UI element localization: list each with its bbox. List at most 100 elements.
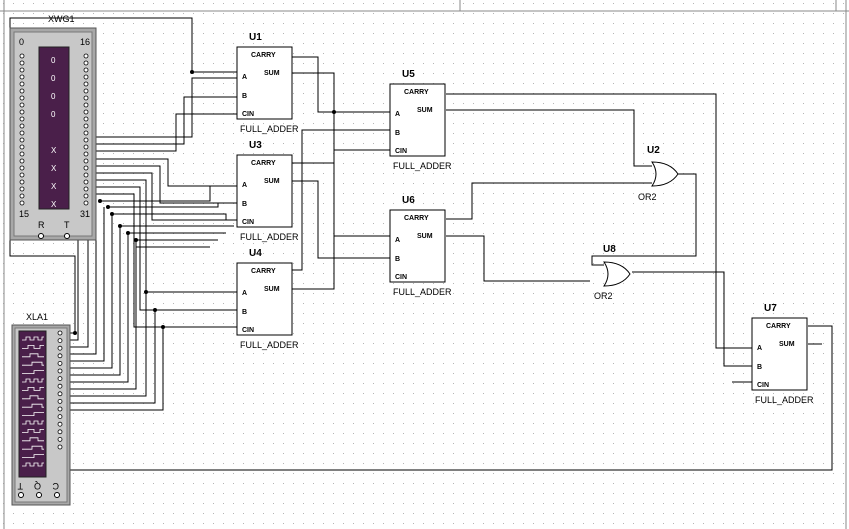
xwg1-pin-right[interactable] [83, 95, 89, 101]
xwg1-pin-columns[interactable] [19, 53, 89, 206]
xla1-channel-pin[interactable] [57, 330, 63, 336]
xwg1-pin-right[interactable] [83, 137, 89, 143]
xla1-channel-pin[interactable] [57, 398, 63, 404]
xwg1-label-t: T [64, 220, 70, 230]
xla1-channel-pin[interactable] [57, 383, 63, 389]
xwg1-pin-left[interactable] [19, 200, 25, 206]
xwg1-pin-left[interactable] [19, 165, 25, 171]
wire-u4-sum [292, 149, 390, 290]
pin-label-sum: SUM [779, 341, 795, 348]
xwg1-pin-left[interactable] [19, 144, 25, 150]
xwg1-pin-left[interactable] [19, 172, 25, 178]
xwg1-pin-right[interactable] [83, 123, 89, 129]
wire-xla-in-6 [65, 226, 121, 376]
xwg1-pin-left[interactable] [19, 109, 25, 115]
xwg1-pin-left[interactable] [19, 95, 25, 101]
or-gate-body [603, 261, 631, 287]
xwg1-pin-right[interactable] [83, 74, 89, 80]
xwg1-pin-right[interactable] [83, 67, 89, 73]
wire-bus-2 [108, 203, 219, 208]
xwg1-pin-left[interactable] [19, 158, 25, 164]
xla1-trace [22, 361, 44, 366]
xwg1-pin-right[interactable] [83, 200, 89, 206]
xla1-trace [22, 378, 44, 383]
xwg1-pin-right[interactable] [83, 130, 89, 136]
xwg1-pin-left[interactable] [19, 88, 25, 94]
xwg1-pin-left[interactable] [19, 137, 25, 143]
full-adder-body [236, 262, 293, 336]
pin-label-cin: CIN [757, 382, 769, 389]
xwg1-pin-right[interactable] [83, 88, 89, 94]
xla1-pin-q[interactable] [36, 492, 42, 498]
xla1-channel-pin[interactable] [57, 414, 63, 420]
xla1-channel-pin[interactable] [57, 406, 63, 412]
xwg1-pin-right[interactable] [83, 144, 89, 150]
xwg1-pin-right[interactable] [83, 116, 89, 122]
xwg1-pin-left[interactable] [19, 81, 25, 87]
xwg1-pin-left[interactable] [19, 179, 25, 185]
full-adder-type: FULL_ADDER [393, 287, 452, 297]
xwg1-pin-right[interactable] [83, 172, 89, 178]
wire-layer[interactable] [9, 17, 833, 471]
xwg1-pin-right[interactable] [83, 53, 89, 59]
xla1-channel-pin[interactable] [57, 338, 63, 344]
xwg1-pin-left[interactable] [19, 102, 25, 108]
wire-xwg-o3 [96, 113, 237, 152]
xla1-pin-c[interactable] [54, 492, 60, 498]
xwg1-pin-right[interactable] [83, 186, 89, 192]
xwg1-pin-left[interactable] [19, 116, 25, 122]
xwg1-pin-left[interactable] [19, 53, 25, 59]
xla1-label-c: C [52, 481, 59, 491]
xwg1-pin-right[interactable] [83, 151, 89, 157]
xwg1-pin-right[interactable] [83, 179, 89, 185]
xla1-channel-pins[interactable] [57, 330, 63, 450]
xla1-channel-pin[interactable] [57, 345, 63, 351]
full-adders[interactable]: U1CARRYSUMABCINFULL_ADDERU3CARRYSUMABCIN… [236, 32, 814, 405]
xla1-channel-pin[interactable] [57, 353, 63, 359]
xla1-channel-pin[interactable] [57, 376, 63, 382]
xwg1-pin-right[interactable] [83, 60, 89, 66]
xwg1-pin-t[interactable] [64, 233, 70, 239]
xla1-channel-pin[interactable] [57, 444, 63, 450]
xwg1-pin-right[interactable] [83, 109, 89, 115]
junction [110, 212, 114, 216]
wire-xwg-o1 [96, 77, 237, 138]
xwg1-pin-left[interactable] [19, 123, 25, 129]
xla1-channel-pin[interactable] [57, 360, 63, 366]
xwg1-pin-r[interactable] [38, 233, 44, 239]
xwg1-pin-left[interactable] [19, 74, 25, 80]
logic-analyzer-xla1[interactable]: XLA1 T Q C [11, 312, 71, 506]
xla1-channel-pin[interactable] [57, 436, 63, 442]
xla1-channel-pin[interactable] [57, 421, 63, 427]
wire-xwg-o2 [96, 96, 237, 145]
xwg1-pin-right[interactable] [83, 102, 89, 108]
xwg1-pin-left[interactable] [19, 186, 25, 192]
xwg1-pin-right[interactable] [83, 193, 89, 199]
pin-label-cin: CIN [395, 274, 407, 281]
xwg1-pin-left[interactable] [19, 151, 25, 157]
or-gate-refdes: U2 [647, 145, 660, 156]
xwg1-pin-right[interactable] [83, 81, 89, 87]
xla1-channel-pin[interactable] [57, 368, 63, 374]
xla1-pin-t[interactable] [18, 492, 24, 498]
xwg1-pin-left[interactable] [19, 67, 25, 73]
xla1-channel-pin[interactable] [57, 391, 63, 397]
xwg1-pin-right[interactable] [83, 158, 89, 164]
xwg1-pin-left[interactable] [19, 193, 25, 199]
xwg1-pin-right[interactable] [83, 165, 89, 171]
xwg1-pin-left[interactable] [19, 130, 25, 136]
xwg1-pin-left[interactable] [19, 60, 25, 66]
xla1-channel-pin[interactable] [57, 429, 63, 435]
